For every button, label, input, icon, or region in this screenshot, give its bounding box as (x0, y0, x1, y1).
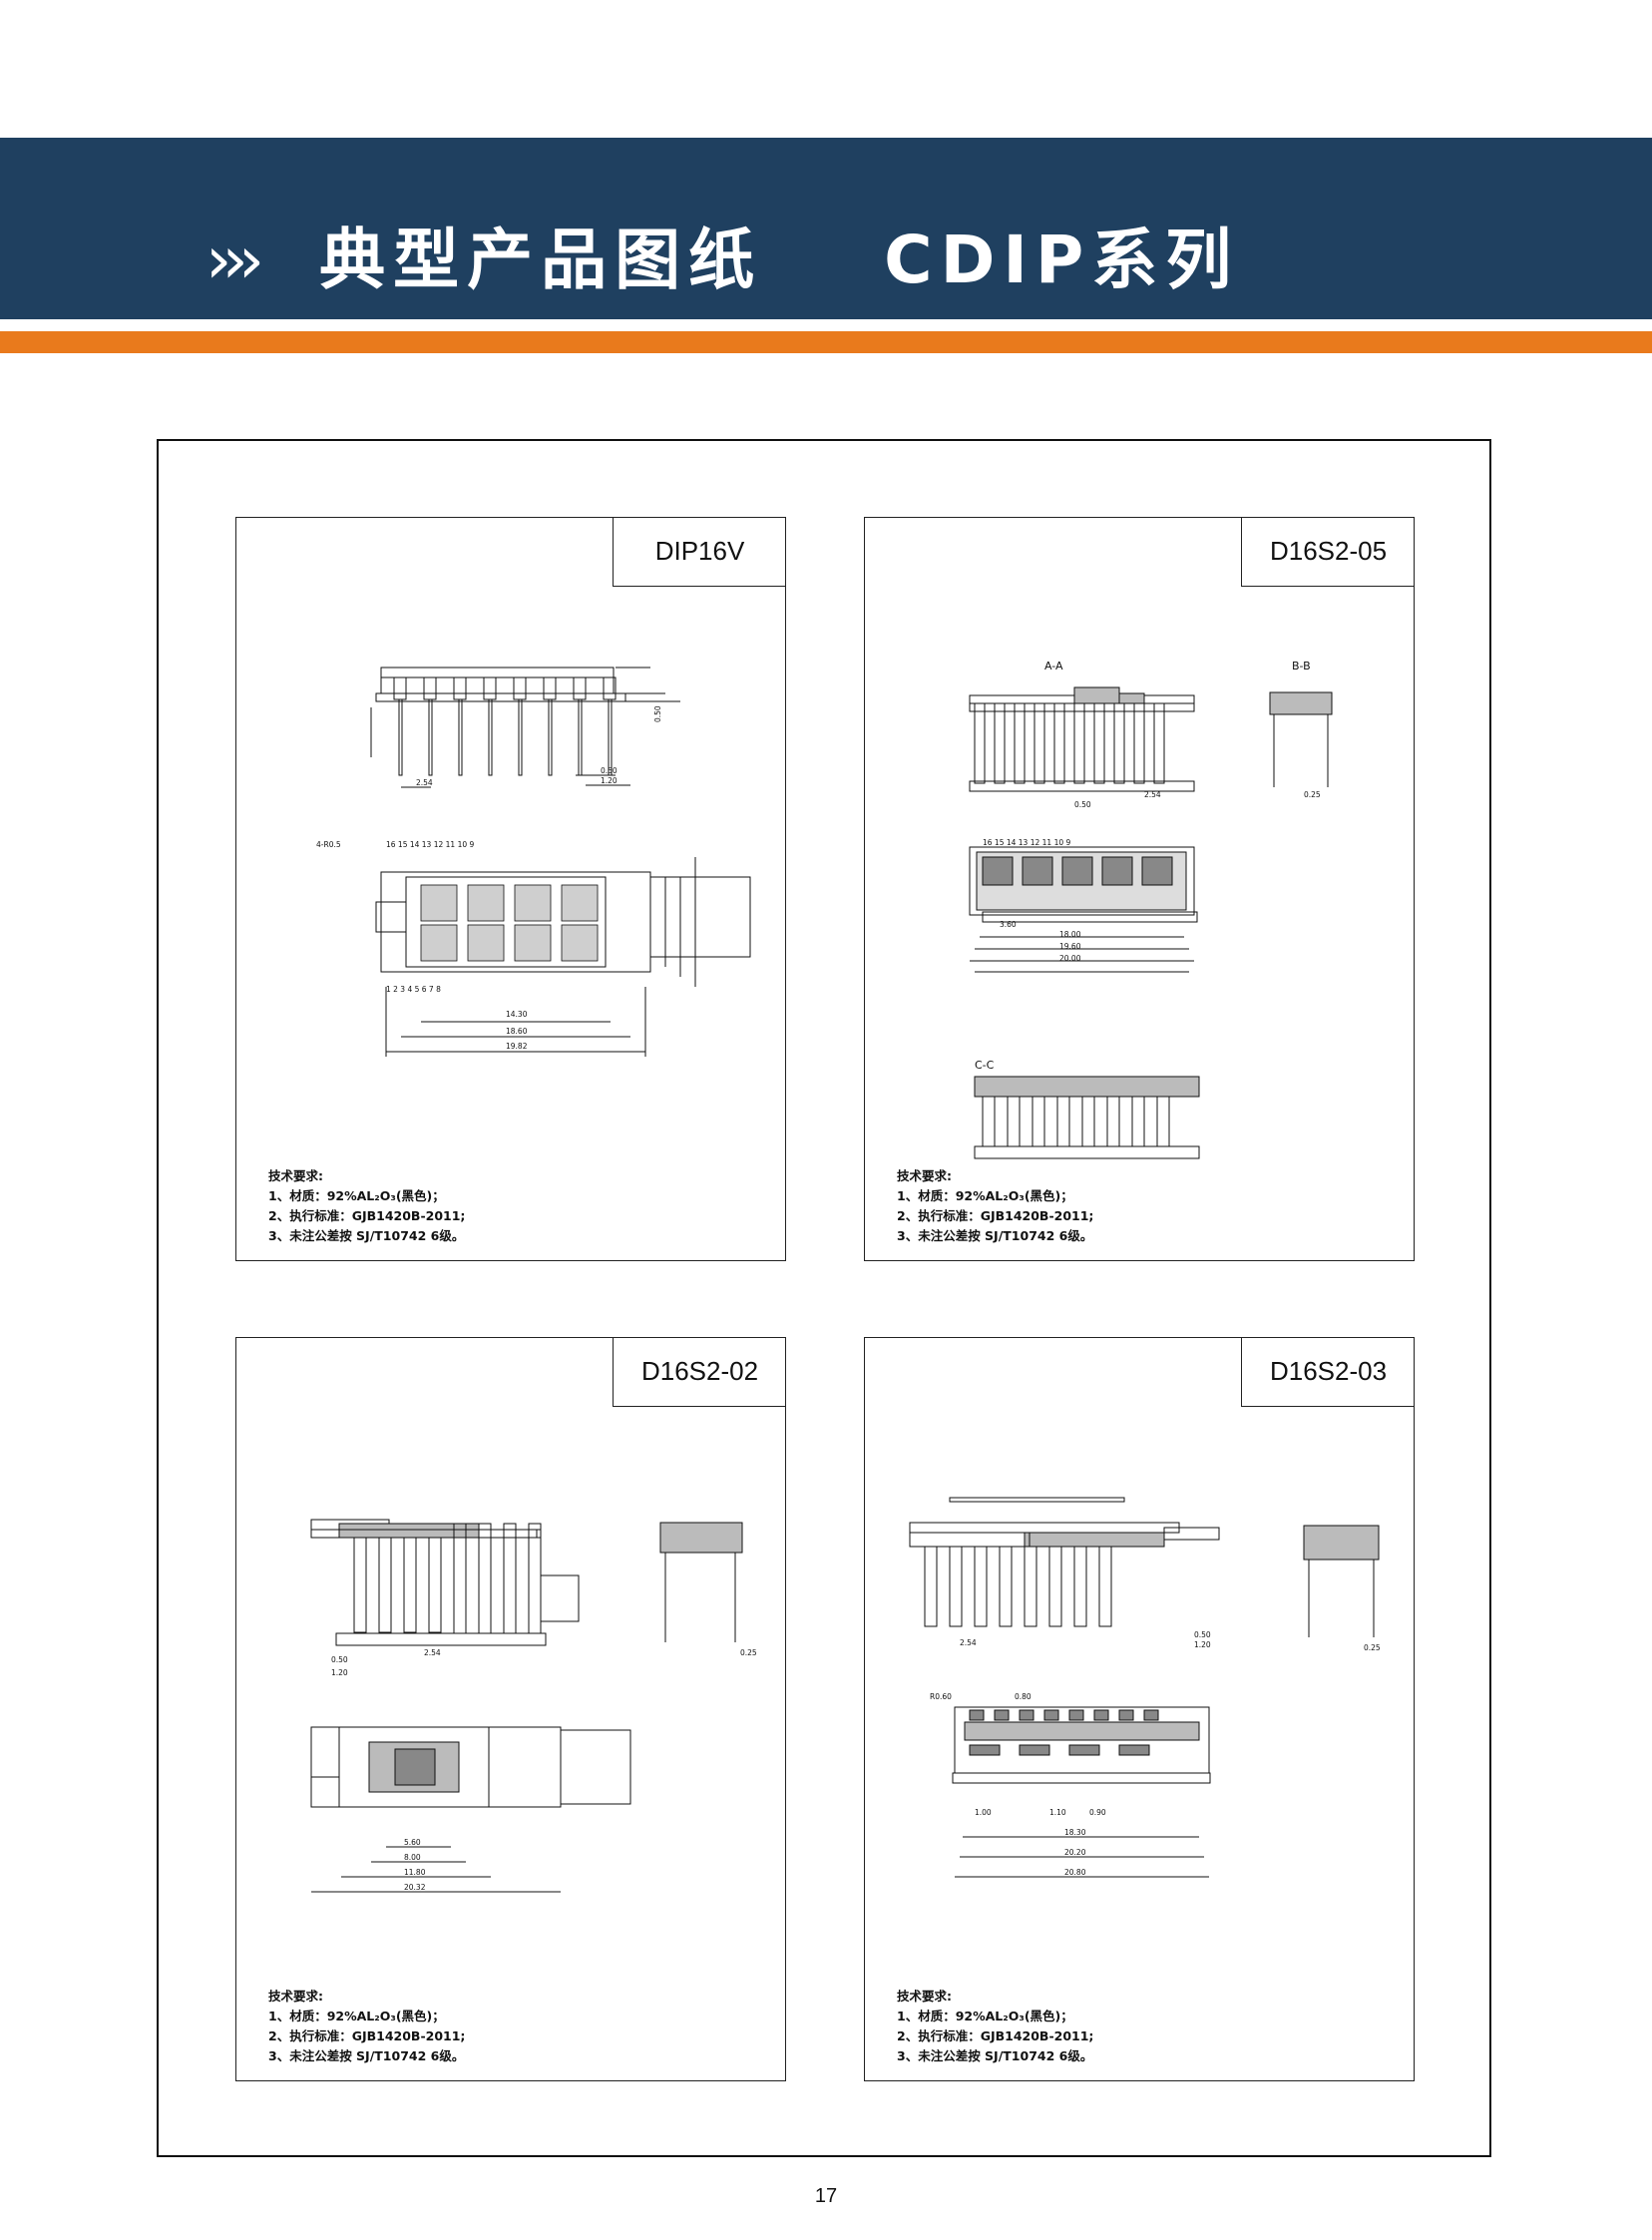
svg-text:R0.60: R0.60 (930, 1692, 952, 1701)
chevron-icon: ››› (206, 222, 264, 298)
svg-text:16 15 14 13 12 11: 16 15 14 13 12 11 10 9 (983, 838, 1070, 847)
note-line: 2、执行标准：GJB1420B-2011; (897, 1208, 1094, 1223)
svg-text:19.82: 19.82 (506, 1042, 528, 1051)
note-line: 2、执行标准：GJB1420B-2011; (268, 1208, 466, 1223)
svg-text:2.54: 2.54 (1144, 790, 1161, 799)
svg-text:20.20: 20.20 (1064, 1848, 1086, 1857)
svg-text:1.10: 1.10 (1049, 1808, 1066, 1817)
svg-text:2.54: 2.54 (960, 1638, 977, 1647)
technical-notes: 技术要求: 1、材质：92%AL₂O₃(黑色)； 2、执行标准：GJB1420B… (268, 1987, 465, 2066)
note-line: 3、未注公差按 SJ/T10742 6级。 (268, 2048, 465, 2063)
svg-text:0.50: 0.50 (331, 1655, 348, 1664)
svg-text:4-R0.5: 4-R0.5 (316, 840, 341, 849)
note-line: 3、未注公差按 SJ/T10742 6级。 (897, 1228, 1093, 1243)
svg-text:0.50: 0.50 (1074, 800, 1091, 809)
series-text: CDIP系列 (884, 222, 1240, 298)
svg-text:0.50: 0.50 (653, 705, 662, 722)
panel-label: D16S2-03 (1241, 1337, 1415, 1407)
svg-text:A-A: A-A (1044, 660, 1063, 672)
drawings-frame (157, 439, 1491, 2157)
svg-text:3.60: 3.60 (1000, 920, 1017, 929)
notes-title: 技术要求: (897, 1168, 952, 1183)
svg-text:18.30: 18.30 (1064, 1828, 1086, 1837)
svg-text:16 15 14 13 12 11: 16 15 14 13 12 11 10 9 (386, 840, 474, 849)
svg-text:18.00: 18.00 (1059, 930, 1081, 939)
svg-text:1.00: 1.00 (975, 1808, 992, 1817)
panel-label: D16S2-02 (613, 1337, 786, 1407)
drawing-dip16v: 0.50 16 15 14 13 12 11 10 9 1 2 3 4 5 6 … (316, 667, 751, 1057)
panel-label: D16S2-05 (1241, 517, 1415, 587)
svg-text:1 2 3 4 5 6: 1 2 3 4 5 6 7 8 (386, 985, 441, 994)
notes-title: 技术要求: (268, 1168, 323, 1183)
header-banner (0, 138, 1652, 319)
drawing-d16s2-02: 0.50 1.20 2.54 0.25 5.60 8.00 11.80 20.3… (310, 1519, 757, 1893)
svg-text:0.25: 0.25 (1364, 1643, 1381, 1652)
svg-text:0.25: 0.25 (740, 1648, 757, 1657)
note-line: 3、未注公差按 SJ/T10742 6级。 (268, 1228, 465, 1243)
svg-text:20.00: 20.00 (1059, 954, 1081, 963)
panel-d16s2-02: D16S2-02 (235, 1337, 786, 2081)
svg-text:0.90: 0.90 (1089, 1808, 1106, 1817)
drawing-d16s2-03: 2.54 0.50 1.20 0.25 0.80 R0.60 18.30 20.… (909, 1497, 1381, 1878)
svg-text:18.60: 18.60 (506, 1027, 528, 1036)
svg-text:0.50: 0.50 (601, 766, 618, 775)
note-line: 1、材质：92%AL₂O₃(黑色)； (897, 2009, 1073, 2023)
notes-title: 技术要求: (897, 1989, 952, 2004)
note-line: 3、未注公差按 SJ/T10742 6级。 (897, 2048, 1093, 2063)
accent-bar (0, 331, 1652, 353)
svg-text:2.54: 2.54 (416, 778, 433, 787)
svg-text:1.20: 1.20 (1194, 1640, 1211, 1649)
panel-d16s2-05: D16S2-05 (864, 517, 1415, 1261)
svg-text:8.00: 8.00 (404, 1853, 421, 1862)
svg-text:0.80: 0.80 (1015, 1692, 1032, 1701)
title-text: 典型产品图纸 (319, 222, 763, 298)
svg-text:0.50: 0.50 (1194, 1630, 1211, 1639)
page-number: 17 (814, 2185, 838, 2207)
svg-text:19.60: 19.60 (1059, 942, 1081, 951)
svg-text:14.30: 14.30 (506, 1010, 528, 1019)
note-line: 2、执行标准：GJB1420B-2011; (897, 2028, 1094, 2043)
technical-notes: 技术要求: 1、材质：92%AL₂O₃(黑色)； 2、执行标准：GJB1420B… (268, 1166, 465, 1246)
note-line: 1、材质：92%AL₂O₃(黑色)； (268, 1188, 445, 1203)
svg-text:1.20: 1.20 (601, 776, 618, 785)
svg-text:20.80: 20.80 (1064, 1868, 1086, 1877)
svg-text:11.80: 11.80 (404, 1868, 426, 1877)
svg-text:1.20: 1.20 (331, 1668, 348, 1677)
panel-label: DIP16V (613, 517, 786, 587)
notes-title: 技术要求: (268, 1989, 323, 2004)
svg-text:0.25: 0.25 (1304, 790, 1321, 799)
panel-dip16v: DIP16V (235, 517, 786, 1261)
page-title: ››› 典型产品图纸 CDIP系列 (206, 220, 1239, 301)
svg-text:5.60: 5.60 (404, 1838, 421, 1847)
panel-d16s2-03: D16S2-03 (864, 1337, 1415, 2081)
technical-notes: 技术要求: 1、材质：92%AL₂O₃(黑色)； 2、执行标准：GJB1420B… (897, 1166, 1093, 1246)
technical-notes: 技术要求: 1、材质：92%AL₂O₃(黑色)； 2、执行标准：GJB1420B… (897, 1987, 1093, 2066)
svg-text:B-B: B-B (1292, 660, 1311, 672)
drawing-d16s2-05: A-A B-B C-C 0.50 2.54 0.25 18.00 19.60 2… (969, 660, 1333, 1159)
svg-text:20.32: 20.32 (404, 1883, 426, 1892)
note-line: 1、材质：92%AL₂O₃(黑色)； (268, 2009, 445, 2023)
svg-text:2.54: 2.54 (424, 1648, 441, 1657)
svg-text:C-C: C-C (975, 1059, 995, 1072)
note-line: 2、执行标准：GJB1420B-2011; (268, 2028, 466, 2043)
note-line: 1、材质：92%AL₂O₃(黑色)； (897, 1188, 1073, 1203)
